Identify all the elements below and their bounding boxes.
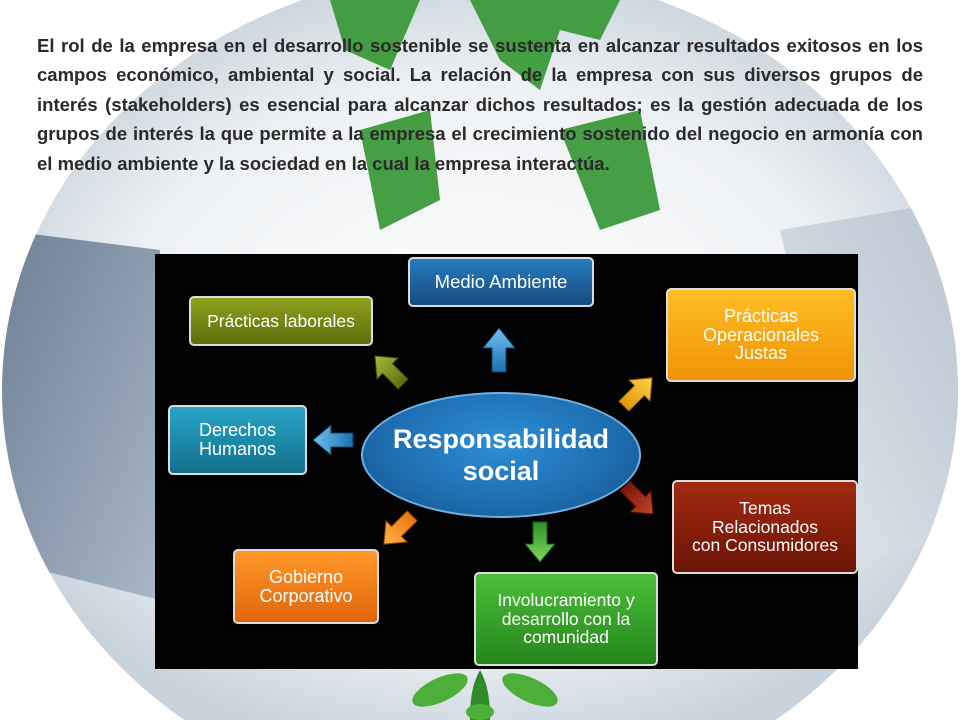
node-temas-consumidores-line-3: con Consumidores [692,535,838,556]
node-derechos-humanos-line-2: Humanos [198,439,277,459]
arrow-up-icon [481,327,517,373]
node-involucramiento-line-1: Involucramiento y [497,590,635,611]
node-involucramiento-line-2: desarrollo con la [501,608,631,629]
node-derechos-humanos: Derechos Humanos [168,405,307,475]
arrow-up-left-icon [374,355,409,390]
node-practicas-operacionales-line-2: Operacionales [702,324,820,345]
node-temas-consumidores-line-1: Temas [739,498,791,519]
node-involucramiento-line-3: comunidad [523,627,609,648]
arrow-left-icon [312,423,354,457]
recycle-symbol-icon [330,0,660,230]
sleeve-left [2,230,160,600]
node-gobierno-corporativo: Gobierno Corporativo [233,549,379,624]
center-node-responsabilidad-social: Responsabilidad social [361,392,641,518]
arrow-down-right-icon [619,480,654,515]
center-line-1: Responsabilidad [392,423,610,454]
arrow-up-right-icon [618,377,653,412]
node-temas-consumidores: Temas Relacionados con Consumidores [672,480,858,574]
node-medio-ambiente: Medio Ambiente [408,257,594,307]
arrow-down-left-icon [383,510,418,545]
node-temas-consumidores-line-2: Relacionados [711,516,819,537]
node-practicas-operacionales-line-1: Prácticas [723,305,799,326]
node-involucramiento-comunidad: Involucramiento y desarrollo con la comu… [474,572,658,666]
node-derechos-humanos-line-1: Derechos [198,420,277,441]
node-gobierno-corporativo-line-1: Gobierno [268,566,344,587]
node-gobierno-corporativo-line-2: Corporativo [259,585,353,606]
plant-leaves-icon [412,670,558,720]
node-medio-ambiente-label: Medio Ambiente [434,271,568,293]
node-practicas-operacionales-line-3: Justas [734,343,788,364]
center-line-2: social [462,456,540,486]
node-practicas-operacionales: Prácticas Operacionales Justas [666,288,856,382]
social-responsibility-diagram: Responsabilidad social Medio Ambiente Pr… [155,254,858,669]
arrow-down-icon [523,521,557,563]
node-practicas-laborales-label: Prácticas laborales [207,310,355,331]
arrows-layer [312,327,654,563]
intro-paragraph: El rol de la empresa en el desarrollo so… [37,35,923,174]
node-practicas-laborales: Prácticas laborales [189,296,373,346]
